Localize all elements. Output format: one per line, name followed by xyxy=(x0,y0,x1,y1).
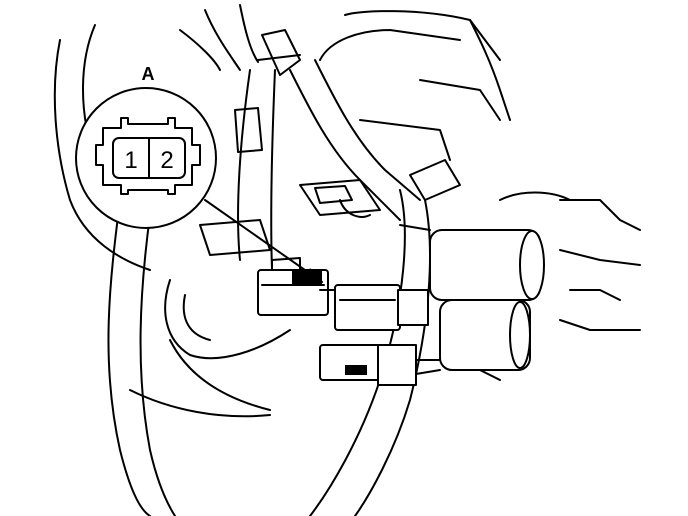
central-housing xyxy=(199,107,451,256)
callout-circle xyxy=(75,87,217,229)
leader-arrowhead xyxy=(306,268,322,282)
connector-callout: 1 2 xyxy=(75,87,217,229)
pin-2-label: 2 xyxy=(160,147,173,174)
callout-connector-face xyxy=(95,117,201,195)
leader-line xyxy=(204,199,323,283)
harness-tubes xyxy=(107,29,461,516)
right-components xyxy=(399,224,545,376)
connector-a xyxy=(257,257,336,316)
callout-label: A xyxy=(142,64,155,84)
mating-connectors xyxy=(319,284,429,386)
pin-1-label: 1 xyxy=(124,147,137,174)
